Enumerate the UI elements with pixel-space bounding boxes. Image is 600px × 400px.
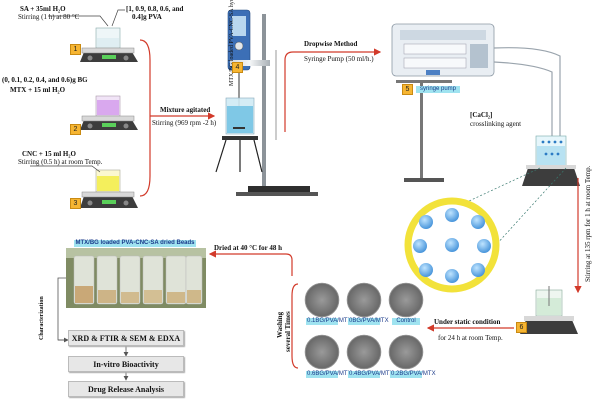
xrd-ftir-sem-edxa-box: XRD & FTIR & SEM & EDXA bbox=[68, 330, 184, 346]
bead-label: 0BG/PVA/MTX bbox=[348, 318, 389, 325]
dried-photo-title: MTX/BG loaded PVA-CNC-SA dried Beads bbox=[74, 240, 196, 247]
step2-badge: 2 bbox=[70, 124, 81, 135]
magnetic-stirrer-icon bbox=[520, 286, 578, 334]
bead-label: 0.6BG/PVA/MTX bbox=[306, 371, 352, 378]
syringe-pump-icon bbox=[391, 23, 561, 182]
characterization-label: Characterization bbox=[39, 296, 45, 340]
overhead-stirrer-icon bbox=[215, 9, 318, 196]
dried-label: Dried at 40 °C for 48 h bbox=[214, 244, 282, 252]
bead-label: Control bbox=[392, 318, 420, 325]
step3-condition: Stirring (0.5 h) at room Temp. bbox=[18, 158, 103, 166]
beaker-icon bbox=[522, 135, 580, 186]
bead-label: 0.4BG/PVA/MTX bbox=[348, 371, 394, 378]
step1-pva-line2: 0.4]g PVA bbox=[132, 13, 162, 21]
dropwise-subtitle: Syringe Pump (50 ml/h.) bbox=[304, 55, 374, 63]
static-badge: 6 bbox=[516, 322, 527, 333]
static-subtitle: for 24 h at room Temp. bbox=[438, 334, 503, 342]
crosslink-formula: [CaCl₂] bbox=[470, 111, 493, 119]
magnetic-stirrer-icon bbox=[80, 169, 138, 208]
step3-title: CNC + 15 ml H₂O bbox=[22, 150, 76, 158]
step1-title: SA + 35ml H₂O bbox=[20, 5, 66, 13]
drug-release-analysis-box: Drug Release Analysis bbox=[68, 381, 184, 397]
petri-dish-icon bbox=[304, 282, 424, 370]
syringe-pump-label: syringe pump bbox=[416, 86, 460, 93]
bead-zoom-icon bbox=[404, 197, 500, 293]
stirring-vertical-label: Stirring at 135 rpm for 1 h at room Temp… bbox=[584, 165, 592, 282]
step1-badge: 1 bbox=[70, 44, 81, 55]
step2-mtx-line: MTX + 15 ml H₂O bbox=[10, 86, 66, 94]
crosslink-label: crosslinking agent bbox=[470, 120, 522, 128]
bead-label: 0.1BG/PVA/MTX bbox=[306, 318, 352, 325]
mixing-title: Mixture agitated bbox=[160, 106, 211, 114]
step1-condition: Stirring (1 h) at 80 °C bbox=[18, 13, 80, 21]
dropwise-badge: 5 bbox=[402, 84, 413, 95]
mixing-condition: Stirring (969 rpm -2 h) bbox=[152, 119, 217, 127]
step1-pva-line1: [1, 0.9, 0.8, 0.6, and bbox=[126, 5, 184, 13]
step3-badge: 3 bbox=[70, 198, 81, 209]
dried-beads-photo bbox=[66, 248, 206, 308]
step2-bg-line: (0, 0.1, 0.2, 0.4, and 0.6)g BG bbox=[2, 76, 88, 84]
mixing-badge: 4 bbox=[232, 62, 243, 73]
dropwise-title: Dropwise Method bbox=[304, 40, 358, 48]
magnetic-stirrer-icon bbox=[80, 27, 138, 62]
static-title: Under static condition bbox=[434, 318, 501, 326]
mixing-vertical-label: MTX/BG loaded PVA-CNC-SA hydrogel bbox=[229, 0, 235, 86]
in-vitro-bioactivity-box: In-vitro Bioactivity bbox=[68, 356, 184, 372]
magnetic-stirrer-icon bbox=[80, 95, 138, 130]
bead-label: 0.2BG/PVA/MTX bbox=[390, 371, 436, 378]
washing-line2: several Times bbox=[284, 311, 292, 352]
washing-line1: Washing bbox=[276, 311, 284, 338]
